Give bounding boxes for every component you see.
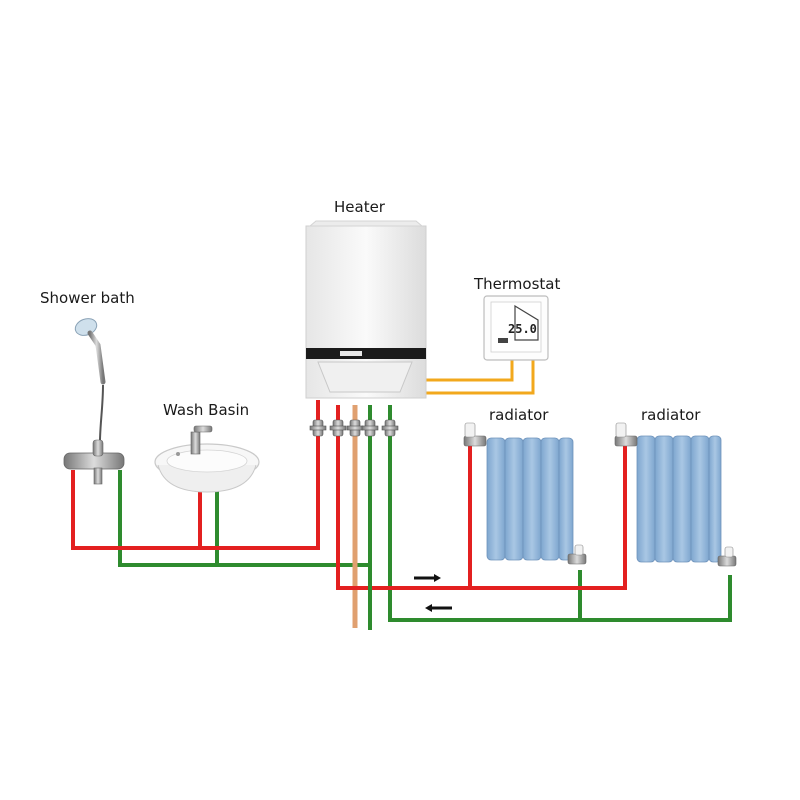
thermostat-unit: 25.0 xyxy=(483,295,549,361)
manifold-valves xyxy=(309,419,399,437)
control-wires xyxy=(404,360,535,395)
hot-pipe-radiator-loop xyxy=(336,405,627,590)
supply-flow-arrow xyxy=(414,574,441,582)
radiator-1-label: radiator xyxy=(489,406,549,424)
hot-pipe-shower-loop xyxy=(71,400,320,550)
radiator-1 xyxy=(463,422,587,565)
thermostat-screen xyxy=(490,301,542,353)
flow-arrows xyxy=(414,574,452,612)
shower-label: Shower bath xyxy=(40,289,135,307)
thermostat-label: Thermostat xyxy=(473,275,560,293)
heater-control-panel xyxy=(306,348,426,359)
basin-faucet xyxy=(190,425,213,455)
shower-head xyxy=(74,318,106,385)
radiator-2 xyxy=(614,422,737,567)
radiator-1-lockshield xyxy=(567,544,587,565)
return-flow-arrow xyxy=(425,604,452,612)
thermostat-temperature: 25.0 xyxy=(508,322,537,336)
pipe-network xyxy=(71,400,732,630)
heater-unit xyxy=(305,220,427,399)
return-pipe-radiator-loop xyxy=(388,405,732,622)
radiator-1-valve xyxy=(463,422,487,447)
radiator-2-label: radiator xyxy=(641,406,701,424)
radiator-2-lockshield xyxy=(717,546,737,567)
radiator-2-valve xyxy=(614,422,638,447)
wash-basin xyxy=(154,425,260,493)
heater-label: Heater xyxy=(334,198,386,216)
shower-fixture xyxy=(63,318,125,485)
wash-basin-label: Wash Basin xyxy=(163,401,249,419)
return-pipe-shower-loop xyxy=(118,405,372,567)
